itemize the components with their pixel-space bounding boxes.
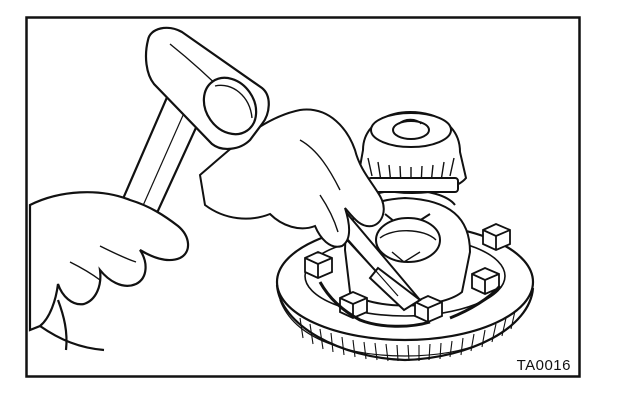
figure-code: TA0016: [515, 357, 572, 374]
hammer-head: [144, 26, 270, 150]
side-bearing: [356, 110, 468, 194]
lock-plates: [318, 281, 502, 328]
bolt: [304, 251, 333, 279]
bolt: [339, 291, 368, 319]
gripping-hand: [28, 191, 190, 352]
bolt: [482, 223, 511, 251]
figure-frame: [25, 16, 581, 378]
bolt: [414, 295, 443, 323]
